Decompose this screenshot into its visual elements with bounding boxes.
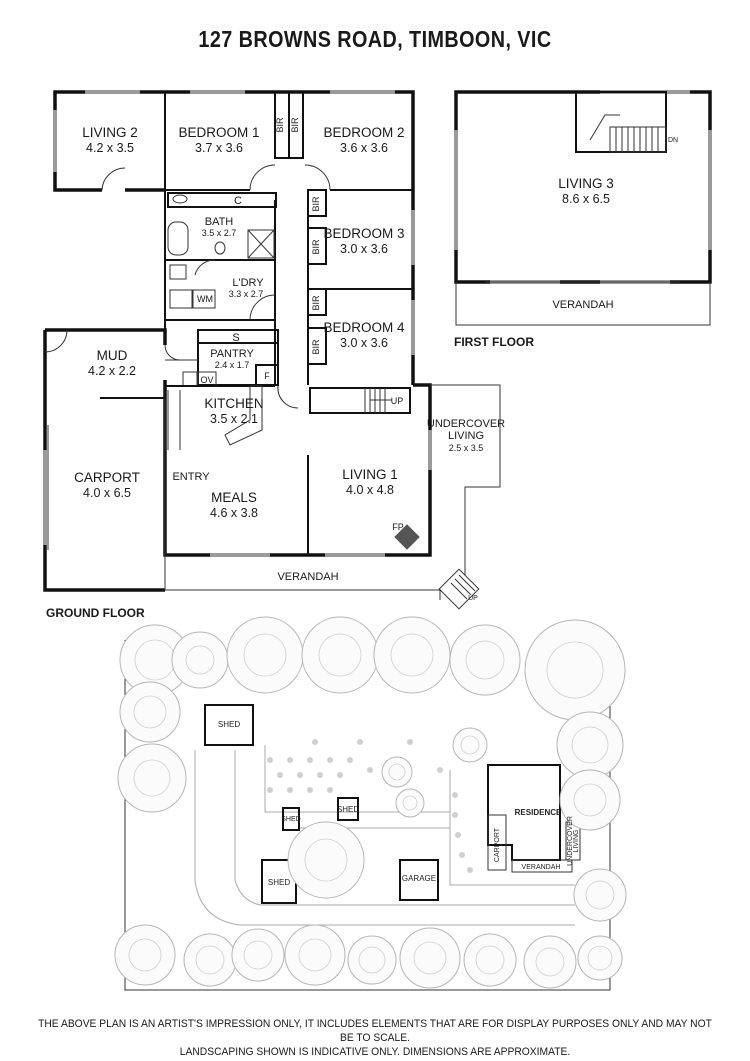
site-plan xyxy=(114,616,627,991)
bath-name: BATH xyxy=(205,216,234,228)
site-shed-label-2: SHED xyxy=(281,816,300,823)
site-undercover-label: UNDERCOVER xyxy=(567,816,574,866)
cupboard-label: C xyxy=(234,195,242,207)
site-garage-label: GARAGE xyxy=(402,874,436,883)
meals-name: MEALS xyxy=(211,490,257,505)
undercover-name-line2: LIVING xyxy=(448,430,484,442)
disclaimer-line-1: THE ABOVE PLAN IS AN ARTIST'S IMPRESSION… xyxy=(38,1018,712,1044)
bedroom2-name: BEDROOM 2 xyxy=(323,125,404,140)
verandah-ground-label: VERANDAH xyxy=(277,571,338,583)
site-trees xyxy=(114,616,627,989)
bedroom3-name: BEDROOM 3 xyxy=(323,226,404,241)
plan-title: 127 BROWNS ROAD, TIMBOON, VIC xyxy=(198,26,552,52)
stairs-up-label: UP xyxy=(391,396,404,406)
pantry-dims: 2.4 x 1.7 xyxy=(215,360,250,370)
site-shed-label-3: SHED xyxy=(337,805,359,814)
pantry-name: PANTRY xyxy=(210,348,254,360)
first-floor-plan xyxy=(454,90,712,326)
washing-machine-label: WM xyxy=(197,294,213,304)
bir-label-2: BIR xyxy=(290,117,300,133)
bedroom4-name: BEDROOM 4 xyxy=(323,320,405,335)
meals-dims: 4.6 x 3.8 xyxy=(210,506,258,520)
verandah-first-label: VERANDAH xyxy=(552,299,613,311)
bedroom1-dims: 3.7 x 3.6 xyxy=(195,141,243,155)
laundry-dims: 3.3 x 2.7 xyxy=(229,289,264,299)
site-verandah-label: VERANDAH xyxy=(522,864,561,871)
kitchen-name: KITCHEN xyxy=(204,396,263,411)
living2-dims: 4.2 x 3.5 xyxy=(86,141,134,155)
disclaimer: THE ABOVE PLAN IS AN ARTIST'S IMPRESSION… xyxy=(30,1017,720,1059)
bath-dims: 3.5 x 2.7 xyxy=(202,228,237,238)
ground-floor-plan xyxy=(43,90,501,610)
carport-dims: 4.0 x 6.5 xyxy=(83,486,131,500)
stairs-down-label: DN xyxy=(668,137,678,144)
living3-dims: 8.6 x 6.5 xyxy=(562,192,610,206)
ground-floor-label: GROUND FLOOR xyxy=(46,606,145,620)
mud-name: MUD xyxy=(97,348,128,363)
bir-label-1: BIR xyxy=(275,117,285,133)
disclaimer-line-2: LANDSCAPING SHOWN IS INDICATIVE ONLY. DI… xyxy=(179,1046,571,1058)
site-carport-label: CARPORT xyxy=(494,827,501,862)
bedroom3-dims: 3.0 x 3.6 xyxy=(340,242,388,256)
bir-label-3: BIR xyxy=(311,196,321,212)
steps-up-label: UP xyxy=(468,595,478,602)
living2-name: LIVING 2 xyxy=(82,125,138,140)
site-shed-label-1: SHED xyxy=(218,720,240,729)
carport-name: CARPORT xyxy=(74,470,140,485)
site-shed-label-4: SHED xyxy=(268,878,290,887)
bedroom2-dims: 3.6 x 3.6 xyxy=(340,141,388,155)
fireplace-label: FP xyxy=(392,522,404,532)
fridge-label: F xyxy=(264,371,270,381)
living1-name: LIVING 1 xyxy=(342,467,398,482)
laundry-name: L'DRY xyxy=(232,277,264,289)
bedroom1-name: BEDROOM 1 xyxy=(178,125,259,140)
bir-label-4: BIR xyxy=(311,239,321,255)
shelf-label: S xyxy=(232,332,239,344)
site-residence-label: RESIDENCE xyxy=(515,808,562,817)
site-living-label: LIVING xyxy=(573,830,580,853)
site-shrubs xyxy=(267,739,473,873)
bir-label-5: BIR xyxy=(311,295,321,311)
oven-label: OV xyxy=(200,375,213,385)
living1-dims: 4.0 x 4.8 xyxy=(346,483,394,497)
living3-name: LIVING 3 xyxy=(558,176,614,191)
bedroom4-dims: 3.0 x 3.6 xyxy=(340,336,388,350)
first-floor-label: FIRST FLOOR xyxy=(454,335,534,349)
bir-label-6: BIR xyxy=(311,339,321,355)
kitchen-dims: 3.5 x 2.1 xyxy=(210,412,258,426)
entry-label: ENTRY xyxy=(172,471,210,483)
mud-dims: 4.2 x 2.2 xyxy=(88,364,136,378)
undercover-name-line1: UNDERCOVER xyxy=(427,418,505,430)
undercover-dims: 2.5 x 3.5 xyxy=(449,443,484,453)
